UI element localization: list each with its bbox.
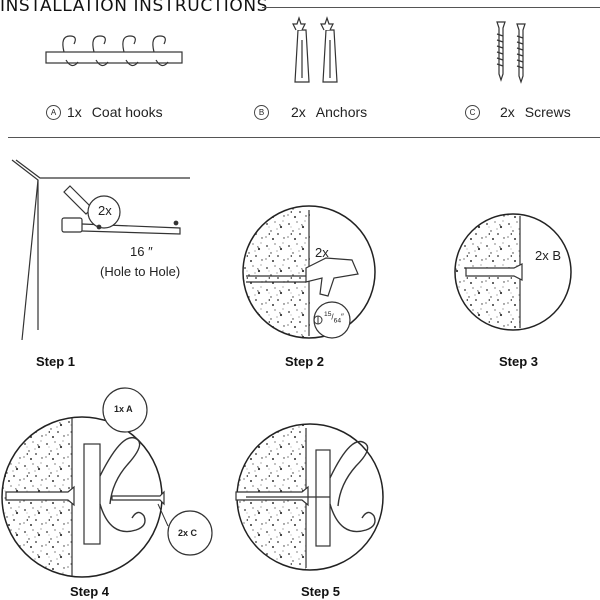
step3-label: Step 3 bbox=[499, 354, 539, 369]
step2-illustration bbox=[242, 205, 376, 339]
step1-distance: 16 ″ bbox=[130, 244, 153, 259]
step1-note: (Hole to Hole) bbox=[100, 264, 181, 279]
part-b-letter: B bbox=[254, 104, 269, 120]
part-a-label: A 1x Coat hooks bbox=[46, 104, 163, 120]
header-rule bbox=[262, 7, 600, 8]
part-c-name: Screws bbox=[524, 104, 571, 120]
step4-label: Step 4 bbox=[70, 584, 110, 599]
coat-hooks-icon bbox=[45, 35, 183, 67]
step5-illustration bbox=[235, 423, 384, 571]
step5-label: Step 5 bbox=[301, 584, 341, 599]
step2-bit-denominator: 64 bbox=[333, 317, 342, 325]
step1-callout: 2x bbox=[98, 203, 112, 218]
part-a-letter: A bbox=[46, 104, 61, 120]
step3-callout: 2x B bbox=[535, 248, 562, 263]
step3-illustration bbox=[454, 213, 572, 331]
step2-bit-numerator: 15 bbox=[324, 311, 332, 318]
part-b-name: Anchors bbox=[315, 104, 368, 120]
step2-bit-unit: ″ bbox=[341, 312, 344, 322]
step4-callout-bottom: 2x C bbox=[178, 528, 198, 538]
part-a-name: Coat hooks bbox=[91, 104, 163, 120]
anchors-icon bbox=[292, 16, 338, 83]
step2-label: Step 2 bbox=[285, 354, 325, 369]
section-divider bbox=[8, 137, 600, 138]
part-c-label: C 2x Screws bbox=[465, 104, 571, 120]
step2-callout: 2x bbox=[315, 245, 329, 260]
page-title: INSTALLATION INSTRUCTIONS bbox=[0, 0, 269, 16]
step1-illustration bbox=[11, 159, 190, 341]
part-c-letter: C bbox=[465, 104, 480, 120]
part-a-qty: 1x bbox=[67, 104, 82, 120]
step4-illustration bbox=[1, 387, 213, 578]
step2-bit-size: 15/64″ bbox=[324, 311, 344, 325]
part-b-label: B 2x Anchors bbox=[254, 104, 367, 120]
part-b-qty: 2x bbox=[291, 104, 306, 120]
step1-label: Step 1 bbox=[36, 354, 76, 369]
screws-icon bbox=[496, 21, 526, 84]
part-c-qty: 2x bbox=[500, 104, 515, 120]
step4-callout-top: 1x A bbox=[114, 404, 133, 414]
